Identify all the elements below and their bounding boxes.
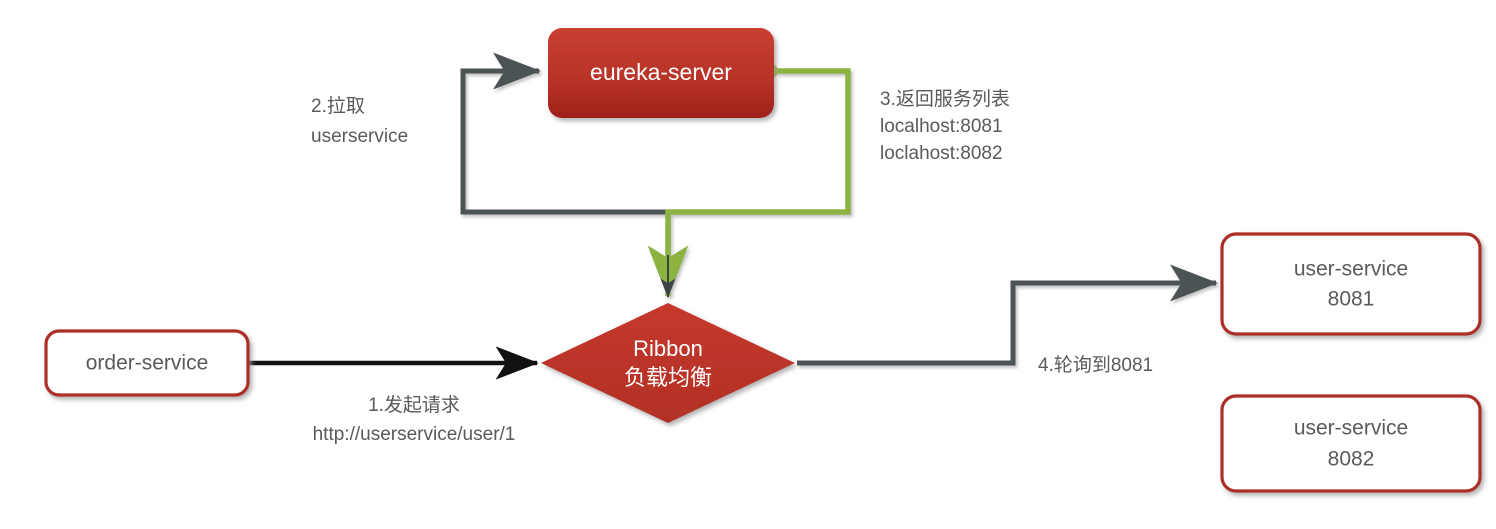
edge-label-return-line3: loclahost:8082 — [880, 143, 1003, 164]
user-service-8081-box[interactable] — [1220, 232, 1482, 336]
ribbon-label-line2: 负载均衡 — [624, 365, 712, 390]
user-service-8082-label-line2: 8082 — [1328, 448, 1375, 471]
user-service-8082-label-line1: user-service — [1294, 417, 1408, 440]
eureka-server-label: eureka-server — [590, 59, 732, 85]
edge-label-return-line2: localhost:8081 — [880, 116, 1003, 137]
node-eureka-server[interactable]: eureka-server — [548, 28, 774, 118]
user-service-8081-label-line1: user-service — [1294, 258, 1408, 281]
edge-label-send-request: 1.发起请求 http://userservice/user/1 — [313, 394, 516, 445]
edge-pull-userservice — [460, 52, 668, 215]
edge-label-return-line1: 3.返回服务列表 — [880, 88, 1010, 110]
edge-line-pull — [460, 52, 668, 215]
edge-line-return — [647, 68, 851, 299]
node-order-service[interactable]: order-service — [44, 329, 250, 397]
edge-label-roundrobin-line1: 4.轮询到8081 — [1038, 354, 1153, 376]
user-service-8082-box[interactable] — [1220, 394, 1482, 493]
ribbon-label-line1: Ribbon — [633, 336, 703, 361]
ribbon-diamond[interactable] — [541, 303, 795, 423]
edge-round-robin-8081 — [797, 264, 1219, 366]
node-user-service-8082[interactable]: user-service 8082 — [1220, 394, 1482, 493]
edge-line-roundrobin — [797, 264, 1219, 366]
node-ribbon[interactable]: Ribbon 负载均衡 — [541, 303, 795, 423]
edge-label-pull-line2: userservice — [311, 126, 408, 147]
user-service-8081-label-line2: 8081 — [1328, 288, 1375, 311]
edge-label-pull-line1: 2.拉取 — [311, 95, 365, 117]
edge-label-request-line1: 1.发起请求 — [368, 394, 460, 416]
edge-label-round-robin: 4.轮询到8081 — [1038, 354, 1153, 376]
node-user-service-8081[interactable]: user-service 8081 — [1220, 232, 1482, 336]
eureka-server-box[interactable] — [548, 28, 774, 118]
edge-label-return-service-list: 3.返回服务列表 localhost:8081 loclahost:8082 — [880, 88, 1010, 164]
order-service-box[interactable] — [44, 329, 250, 397]
edge-label-pull-userservice: 2.拉取 userservice — [311, 95, 408, 147]
edge-label-request-line2: http://userservice/user/1 — [313, 424, 516, 445]
order-service-label: order-service — [86, 352, 209, 375]
